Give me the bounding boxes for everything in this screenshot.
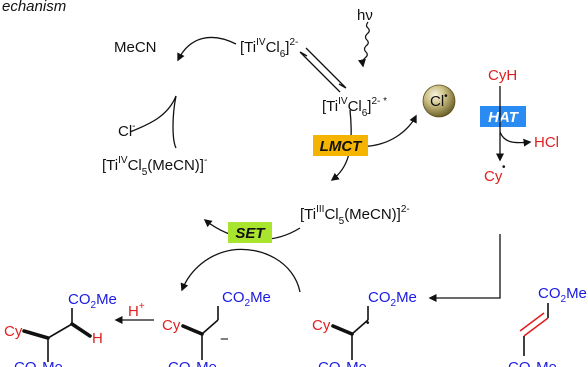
- svg-text:CO2Me: CO2Me: [14, 359, 63, 367]
- svg-text:[TiIVCl6]2-: [TiIVCl6]2-: [240, 37, 298, 60]
- header-fragment: echanism: [2, 0, 66, 15]
- svg-text:CO2Me: CO2Me: [508, 359, 557, 367]
- ti3-cl5-mecn-label: [TiIIICl5(MeCN)]2-: [300, 204, 410, 227]
- svg-text:Cy: Cy: [484, 168, 503, 185]
- hat-arrows: [496, 86, 532, 162]
- ti4-cl6-excited-label: [TiIVCl6]2- *: [322, 96, 387, 119]
- light-wave: [357, 21, 370, 68]
- set-badge: SET: [228, 222, 272, 243]
- svg-text:[TiIVCl5(MeCN)]-: [TiIVCl5(MeCN)]-: [102, 155, 207, 178]
- svg-text:•: •: [366, 318, 370, 329]
- ti4-cl6-label: [TiIVCl6]2-: [240, 37, 298, 60]
- cl-minus-label: Cl-: [118, 121, 136, 140]
- reduction-arrow: [180, 248, 301, 293]
- radical-adduct-molecule: Cy CO2Me CO2Me •: [312, 289, 417, 367]
- svg-text:[TiIVCl6]2- *: [TiIVCl6]2- *: [322, 96, 387, 119]
- hat-badge-bg: [480, 106, 526, 127]
- svg-text:[TiIIICl5(MeCN)]2-: [TiIIICl5(MeCN)]2-: [300, 204, 410, 227]
- svg-text:SET: SET: [235, 225, 266, 242]
- anion-molecule: Cy CO2Me CO2Me −: [162, 289, 271, 367]
- svg-text:Cy: Cy: [162, 317, 181, 334]
- svg-text:CO2Me: CO2Me: [538, 285, 587, 305]
- svg-text:LMCT: LMCT: [320, 138, 363, 155]
- ti4-cl5-mecn-label: [TiIVCl5(MeCN)]-: [102, 155, 207, 178]
- svg-text:CO2Me: CO2Me: [368, 289, 417, 309]
- svg-text:Cl-: Cl-: [118, 121, 136, 140]
- svg-text:H: H: [92, 330, 103, 347]
- arrow-cl-release: [129, 95, 177, 133]
- hat-badge: HAT: [480, 106, 526, 127]
- product-molecule: Cy CO2Me CO2Me H: [4, 291, 117, 367]
- lmct-badge-bg: [313, 135, 368, 156]
- addition-arrow: [428, 234, 501, 302]
- hcl-label: HCl: [534, 134, 559, 151]
- svg-text:H+: H+: [128, 301, 145, 320]
- arrow-to-ti-cl5: [172, 95, 177, 149]
- svg-text:CO2Me: CO2Me: [318, 359, 367, 367]
- arrow-top-arc: [177, 36, 237, 62]
- set-badge-bg: [228, 222, 272, 243]
- svg-text:Cy: Cy: [312, 317, 331, 334]
- svg-text:Cy: Cy: [4, 323, 23, 340]
- fumarate-molecule: CO2Me CO2Me: [508, 285, 587, 367]
- mecn-label: MeCN: [114, 39, 157, 56]
- svg-text:•: •: [502, 162, 506, 173]
- cyh-label: CyH: [488, 67, 517, 84]
- cy-radical-label: Cy •: [484, 162, 506, 185]
- svg-text:−: −: [220, 331, 229, 348]
- cl-radical-ball: Cl•: [422, 84, 456, 118]
- equilibrium-arrows: [299, 47, 347, 93]
- proton-label: H+: [128, 301, 145, 320]
- svg-text:CO2Me: CO2Me: [168, 359, 217, 367]
- hv-label: hν: [357, 7, 373, 24]
- svg-text:HAT: HAT: [488, 109, 520, 126]
- svg-text:CO2Me: CO2Me: [68, 291, 117, 311]
- svg-text:Cl•: Cl•: [430, 91, 448, 110]
- svg-text:CO2Me: CO2Me: [222, 289, 271, 309]
- lmct-badge: LMCT: [313, 135, 368, 156]
